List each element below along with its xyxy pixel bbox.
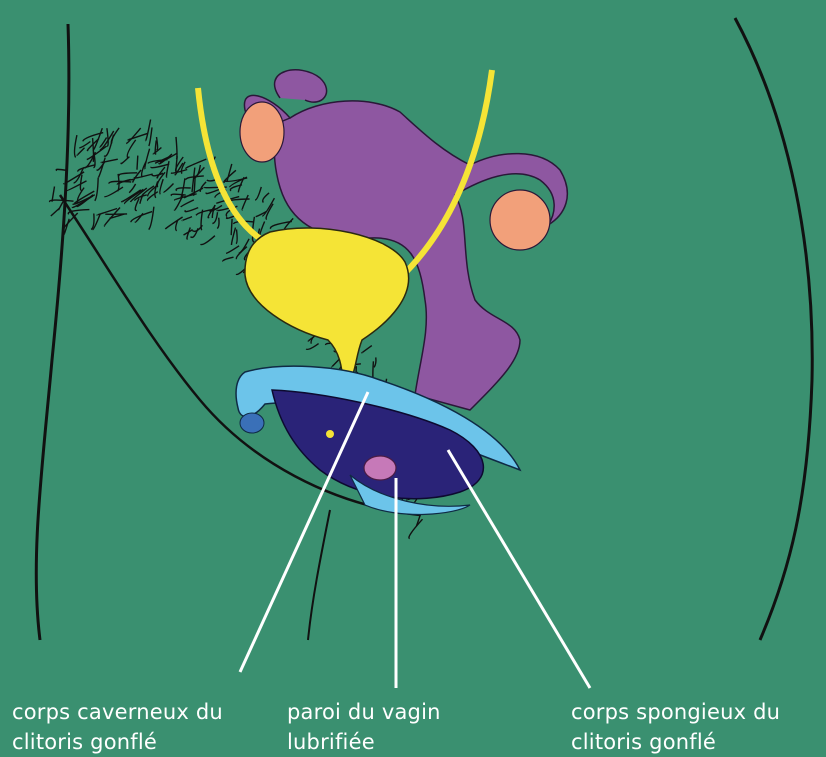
- label-corps-caverneux: corps caverneux du clitoris gonflé: [12, 697, 223, 757]
- hair-stroke: [253, 217, 255, 230]
- hair-stroke: [230, 185, 242, 191]
- label-corps-caverneux-line1: corps caverneux du: [12, 697, 223, 727]
- hair-stroke: [52, 187, 54, 202]
- hair-stroke: [185, 208, 198, 212]
- hair-stroke: [152, 173, 163, 176]
- inner-thigh-contour: [308, 510, 330, 640]
- hair-stroke: [236, 229, 237, 243]
- hair-stroke: [129, 184, 135, 193]
- label-paroi-vagin: paroi du vagin lubrifiée: [287, 697, 441, 757]
- left-hip-contour: [36, 24, 69, 640]
- hair-stroke: [373, 361, 374, 378]
- hair-stroke: [135, 198, 139, 210]
- hair-stroke: [217, 218, 219, 229]
- label-paroi-vagin-line1: paroi du vagin: [287, 697, 441, 727]
- hair-stroke: [223, 257, 234, 261]
- hair-stroke: [131, 212, 152, 223]
- label-corps-spongieux-line1: corps spongieux du: [571, 697, 780, 727]
- hair-stroke: [181, 200, 194, 207]
- right-hip-contour: [735, 18, 812, 640]
- hair-stroke: [263, 193, 269, 203]
- hair-stroke: [77, 148, 84, 155]
- hair-stroke: [157, 137, 158, 150]
- left-ovary: [240, 102, 284, 162]
- hair-stroke: [166, 161, 169, 177]
- glans-tip: [240, 413, 264, 433]
- hair-stroke: [80, 175, 82, 191]
- hair-stroke: [142, 162, 146, 178]
- vaginal-opening: [364, 456, 396, 480]
- clitoris-inner: [272, 390, 483, 499]
- hair-stroke: [255, 187, 261, 200]
- hair-stroke: [99, 158, 106, 178]
- hair-stroke: [91, 214, 94, 230]
- hair-stroke: [239, 239, 249, 253]
- hair-stroke: [155, 181, 158, 197]
- leader-line-corps-spongieux: [448, 450, 590, 688]
- hair-stroke: [176, 137, 177, 158]
- hair-stroke: [182, 217, 192, 221]
- hair-stroke: [151, 164, 169, 168]
- hair-stroke: [374, 357, 376, 367]
- hair-stroke: [306, 344, 319, 350]
- hair-stroke: [145, 120, 150, 141]
- hair-stroke: [133, 170, 141, 183]
- hair-stroke: [78, 165, 95, 172]
- hair-stroke: [149, 127, 152, 146]
- hair-stroke: [332, 359, 340, 367]
- hair-stroke: [51, 208, 60, 216]
- hair-stroke: [200, 182, 206, 192]
- hair-stroke: [119, 173, 137, 176]
- hair-stroke: [217, 208, 230, 211]
- hair-stroke: [95, 178, 98, 201]
- hair-stroke: [231, 219, 232, 235]
- urethral-opening: [326, 430, 334, 438]
- hair-stroke: [164, 184, 174, 192]
- hair-stroke: [107, 128, 108, 146]
- hair-stroke: [165, 217, 182, 229]
- hair-stroke: [226, 246, 239, 254]
- hair-stroke: [362, 346, 372, 353]
- hair-stroke: [79, 142, 90, 149]
- hair-stroke: [50, 200, 74, 202]
- hair-stroke: [100, 138, 107, 147]
- hair-stroke: [227, 164, 232, 181]
- hair-stroke: [160, 179, 163, 194]
- hair-stroke: [137, 156, 138, 170]
- hair-stroke: [104, 187, 123, 197]
- label-corps-caverneux-line2: clitoris gonflé: [12, 727, 223, 757]
- hair-stroke: [409, 519, 423, 538]
- label-paroi-vagin-line2: lubrifiée: [287, 727, 441, 757]
- hair-stroke: [149, 207, 154, 230]
- hair-stroke: [56, 169, 67, 170]
- hair-stroke: [97, 162, 105, 170]
- hair-stroke: [242, 195, 248, 210]
- hair-stroke: [186, 159, 206, 168]
- hair-stroke: [74, 135, 76, 157]
- hair-stroke: [145, 149, 150, 169]
- hair-stroke: [208, 205, 215, 218]
- hair-stroke: [200, 236, 215, 245]
- hair-stroke: [196, 209, 218, 216]
- label-corps-spongieux: corps spongieux du clitoris gonflé: [571, 697, 780, 757]
- right-ovary: [490, 190, 550, 250]
- label-corps-spongieux-line2: clitoris gonflé: [571, 727, 780, 757]
- bladder: [245, 228, 409, 382]
